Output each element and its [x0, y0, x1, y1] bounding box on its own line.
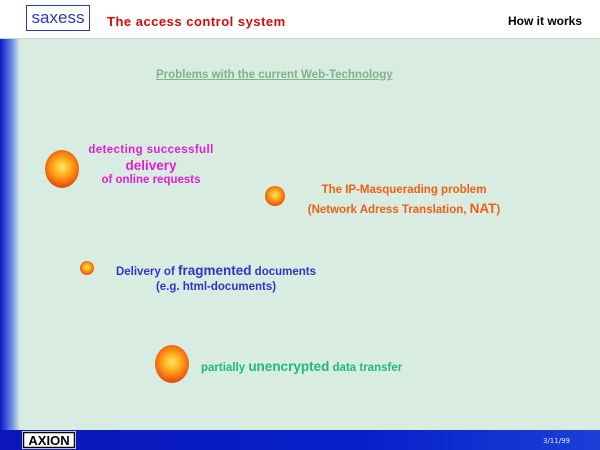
item-unencrypted-transfer: partially unencrypted data transfer: [201, 359, 402, 374]
item1-line2: delivery: [125, 158, 177, 173]
item4-pre: partially: [201, 362, 249, 374]
left-gradient-strip: [0, 0, 20, 430]
item-ip-masquerading: The IP-Masquerading problem (Network Adr…: [288, 184, 520, 216]
item2-line2-post: ): [496, 204, 501, 216]
item3-line1-pre: Delivery of: [115, 266, 178, 278]
logo-text: saxess: [32, 8, 85, 27]
axion-logo: AXION: [22, 431, 76, 449]
bottom-bar: AXION 3/11/99: [0, 430, 600, 450]
item2-line1: The IP-Masquerading problem: [321, 184, 487, 196]
bullet-ball-icon: [45, 150, 79, 188]
subtitle: Problems with the current Web-Technology: [156, 69, 393, 81]
item1-line3: of online requests: [101, 174, 201, 186]
axion-logo-text: AXION: [28, 433, 69, 448]
item4-big: unencrypted: [248, 359, 330, 374]
bullet-ball-icon: [265, 186, 285, 206]
section-label: How it works: [507, 14, 582, 28]
item-detecting-delivery: detecting successfull delivery of online…: [80, 144, 222, 186]
saxess-logo: saxess: [26, 5, 90, 31]
item3-line1-post: documents: [251, 266, 317, 278]
item-fragmented-documents: Delivery of fragmented documents (e.g. h…: [98, 263, 334, 293]
bullet-ball-icon: [155, 345, 189, 383]
item3-line1: Delivery of fragmented documents: [98, 263, 334, 278]
item2-line2-pre: (Network Adress Translation,: [307, 204, 470, 216]
page-title: The access control system: [107, 14, 286, 29]
item2-line2: (Network Adress Translation, NAT): [288, 201, 520, 216]
header-band: saxess The access control system How it …: [0, 0, 600, 39]
footer-date: 3/11/99: [543, 437, 570, 445]
item1-line1: detecting successfull: [88, 144, 214, 156]
bullet-ball-icon: [80, 261, 94, 275]
item3-line1-big: fragmented: [177, 263, 252, 278]
item4-post: data transfer: [329, 362, 403, 374]
item3-line2: (e.g. html-documents): [155, 281, 277, 293]
item2-line2-big: NAT: [469, 201, 497, 216]
